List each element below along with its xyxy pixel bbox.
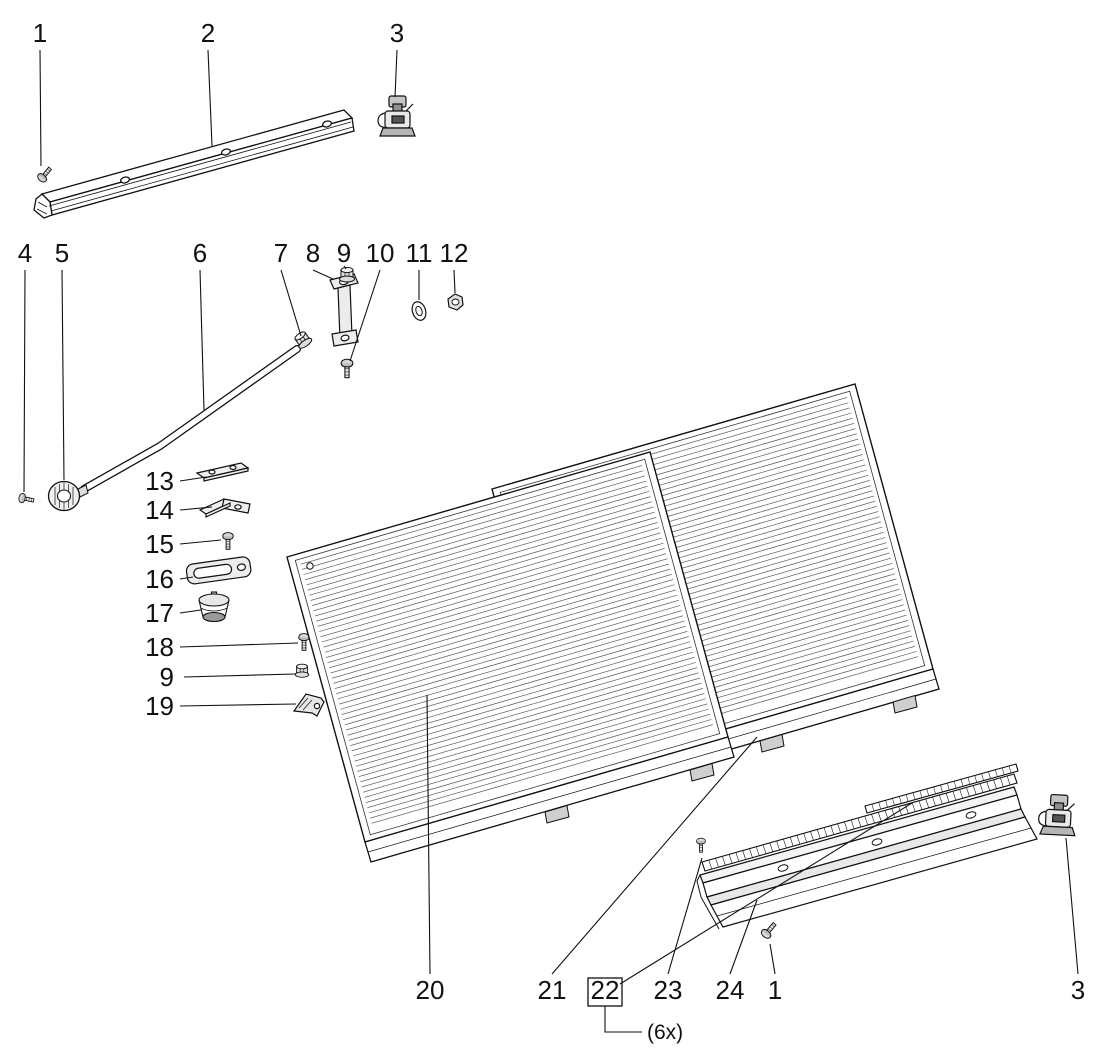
callout-18: 18 [145,632,174,662]
callout-14: 14 [145,495,174,525]
callout-12: 12 [440,238,469,268]
part-3-clamp-top [377,95,416,137]
callout-13: 13 [145,466,174,496]
callout-10: 10 [366,238,395,268]
callout-8: 8 [306,238,320,268]
callout-5: 5 [55,238,69,268]
part-20-table-panel-left [286,451,735,863]
callout-16: 16 [145,564,174,594]
part-17-foot [198,591,230,623]
callout-22-box [587,977,623,1007]
part-18-screw [298,633,310,651]
part-3-clamp-bottom [1037,793,1078,837]
callout-20: 20 [416,975,445,1005]
part-4-screw [17,492,36,506]
quantity-bracket [604,1006,642,1033]
part-9-nut-top [339,266,355,283]
part-1-pin-top [35,164,55,185]
part-16-slide-bracket [185,556,252,585]
part-12-nut [447,293,464,311]
callout-1-bottom: 1 [768,975,782,1005]
part-5-knob [47,480,89,512]
callout-2: 2 [201,18,215,48]
part-9-nut-mid [294,663,310,678]
callout-23: 23 [654,975,683,1005]
callout-24: 24 [716,975,745,1005]
callout-19: 19 [145,691,174,721]
callout-3-bottom: 3 [1071,975,1085,1005]
quantity-note: (6x) [647,1021,683,1044]
callout-6: 6 [193,238,207,268]
part-13-plate [195,462,250,482]
leader-lines [23,49,1079,1033]
callout-17: 17 [145,598,174,628]
part-23-screw [696,837,706,853]
callout-15: 15 [145,529,174,559]
part-19-clip [292,693,325,717]
callout-9-top: 9 [337,238,351,268]
callout-9-mid: 9 [160,662,174,692]
part-15-screw [222,532,234,550]
part-24-profile-rail [696,773,1038,930]
callout-1-top: 1 [33,18,47,48]
part-22-insert-strip [864,763,1019,814]
callout-22: 22 [591,975,620,1005]
callout-7: 7 [274,238,288,268]
part-10-screw [340,358,354,379]
part-6-support-rod [80,345,301,493]
part-1-screw-bottom [759,919,780,941]
callout-21: 21 [538,975,567,1005]
part-14-bracket-plate [198,498,251,518]
callout-3-top: 3 [390,18,404,48]
part-11-washer [411,301,427,321]
callout-4: 4 [18,238,32,268]
callouts: 1 2 3 4 5 6 7 8 9 10 11 12 13 14 15 16 1… [18,18,1085,1044]
part-2-guide-rail [33,109,355,219]
part-8-bracket [329,273,359,347]
callout-11: 11 [406,238,433,268]
